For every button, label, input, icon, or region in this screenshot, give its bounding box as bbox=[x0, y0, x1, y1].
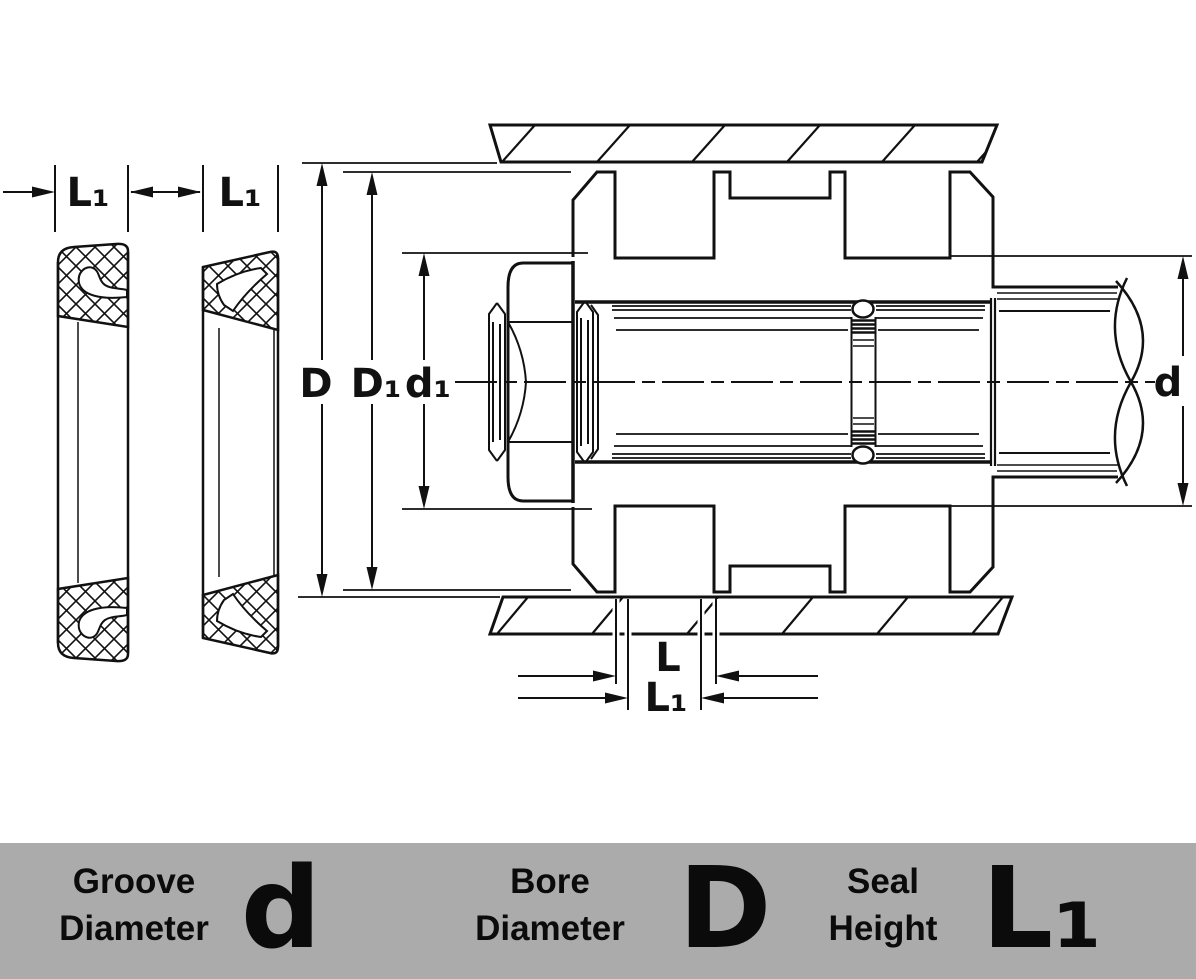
arrowhead-down-icon bbox=[418, 486, 430, 509]
arrowhead-right-icon bbox=[593, 670, 616, 682]
arrowhead-left-icon bbox=[130, 186, 153, 198]
legend-symbol-D: D bbox=[679, 844, 772, 974]
arrowhead-up-icon bbox=[418, 253, 430, 276]
arrowhead-down-icon bbox=[366, 567, 378, 590]
arrowhead-down-icon bbox=[1177, 483, 1189, 506]
diameter-dimensions bbox=[298, 162, 1192, 598]
legend-bar: Groove Diameter d Bore Diameter D Seal H… bbox=[0, 843, 1196, 979]
arrowhead-up-icon bbox=[316, 163, 328, 186]
dim-label-d1: d₁ bbox=[405, 361, 451, 407]
dim-label-d: d bbox=[1154, 360, 1183, 406]
dim-label-L1-left-second: L₁ bbox=[218, 170, 261, 216]
arrowhead-right-icon bbox=[605, 692, 628, 704]
arrowhead-left-icon bbox=[716, 670, 739, 682]
cylinder-assembly bbox=[455, 123, 1155, 636]
legend-seal-line1: Seal bbox=[847, 862, 919, 901]
legend-groove-line1: Groove bbox=[73, 862, 196, 901]
arrowhead-down-icon bbox=[316, 574, 328, 597]
legend-bore-line1: Bore bbox=[510, 862, 590, 901]
legend-groove-line2: Diameter bbox=[59, 909, 209, 948]
legend-symbol-d: d bbox=[241, 844, 321, 974]
legend-symbol-L1: L₁ bbox=[982, 844, 1102, 974]
groove-length-dimension bbox=[518, 599, 818, 710]
legend-bore-line2: Diameter bbox=[475, 909, 625, 948]
legend-seal-line2: Height bbox=[829, 909, 938, 948]
arrowhead-right-icon bbox=[32, 186, 55, 198]
arrowhead-right-icon bbox=[178, 186, 201, 198]
legend-background bbox=[0, 843, 1196, 979]
cylinder-wall-top bbox=[487, 123, 1000, 164]
seal-height-dimension-left bbox=[3, 165, 279, 232]
dim-label-D: D bbox=[299, 361, 332, 407]
arrowhead-left-icon bbox=[701, 692, 724, 704]
dim-label-L1-bottom: L₁ bbox=[644, 675, 687, 721]
u-cup-seal-cross-section bbox=[56, 242, 130, 663]
v-seal-cross-section bbox=[201, 250, 280, 655]
arrowhead-up-icon bbox=[1177, 256, 1189, 279]
dim-label-L: L bbox=[655, 635, 681, 681]
dim-label-D1: D₁ bbox=[351, 361, 402, 407]
arrowhead-up-icon bbox=[366, 172, 378, 195]
dim-label-L1-left-first: L₁ bbox=[66, 170, 109, 216]
cylinder-wall-bottom bbox=[487, 595, 1015, 636]
